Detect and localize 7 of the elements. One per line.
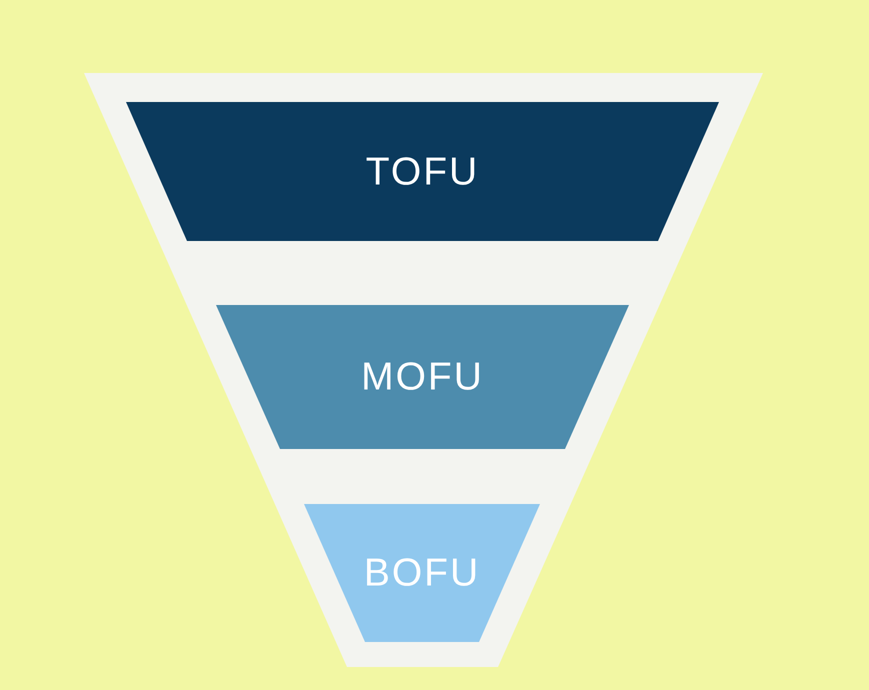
funnel-stage-band	[126, 102, 719, 241]
stage-label: BOFU	[364, 552, 480, 594]
funnel-stage-band	[304, 504, 540, 642]
stage-label: TOFU	[366, 150, 480, 193]
funnel-stage-band	[216, 305, 629, 449]
funnel-shape	[84, 73, 763, 667]
stage-label: MOFU	[361, 356, 484, 398]
